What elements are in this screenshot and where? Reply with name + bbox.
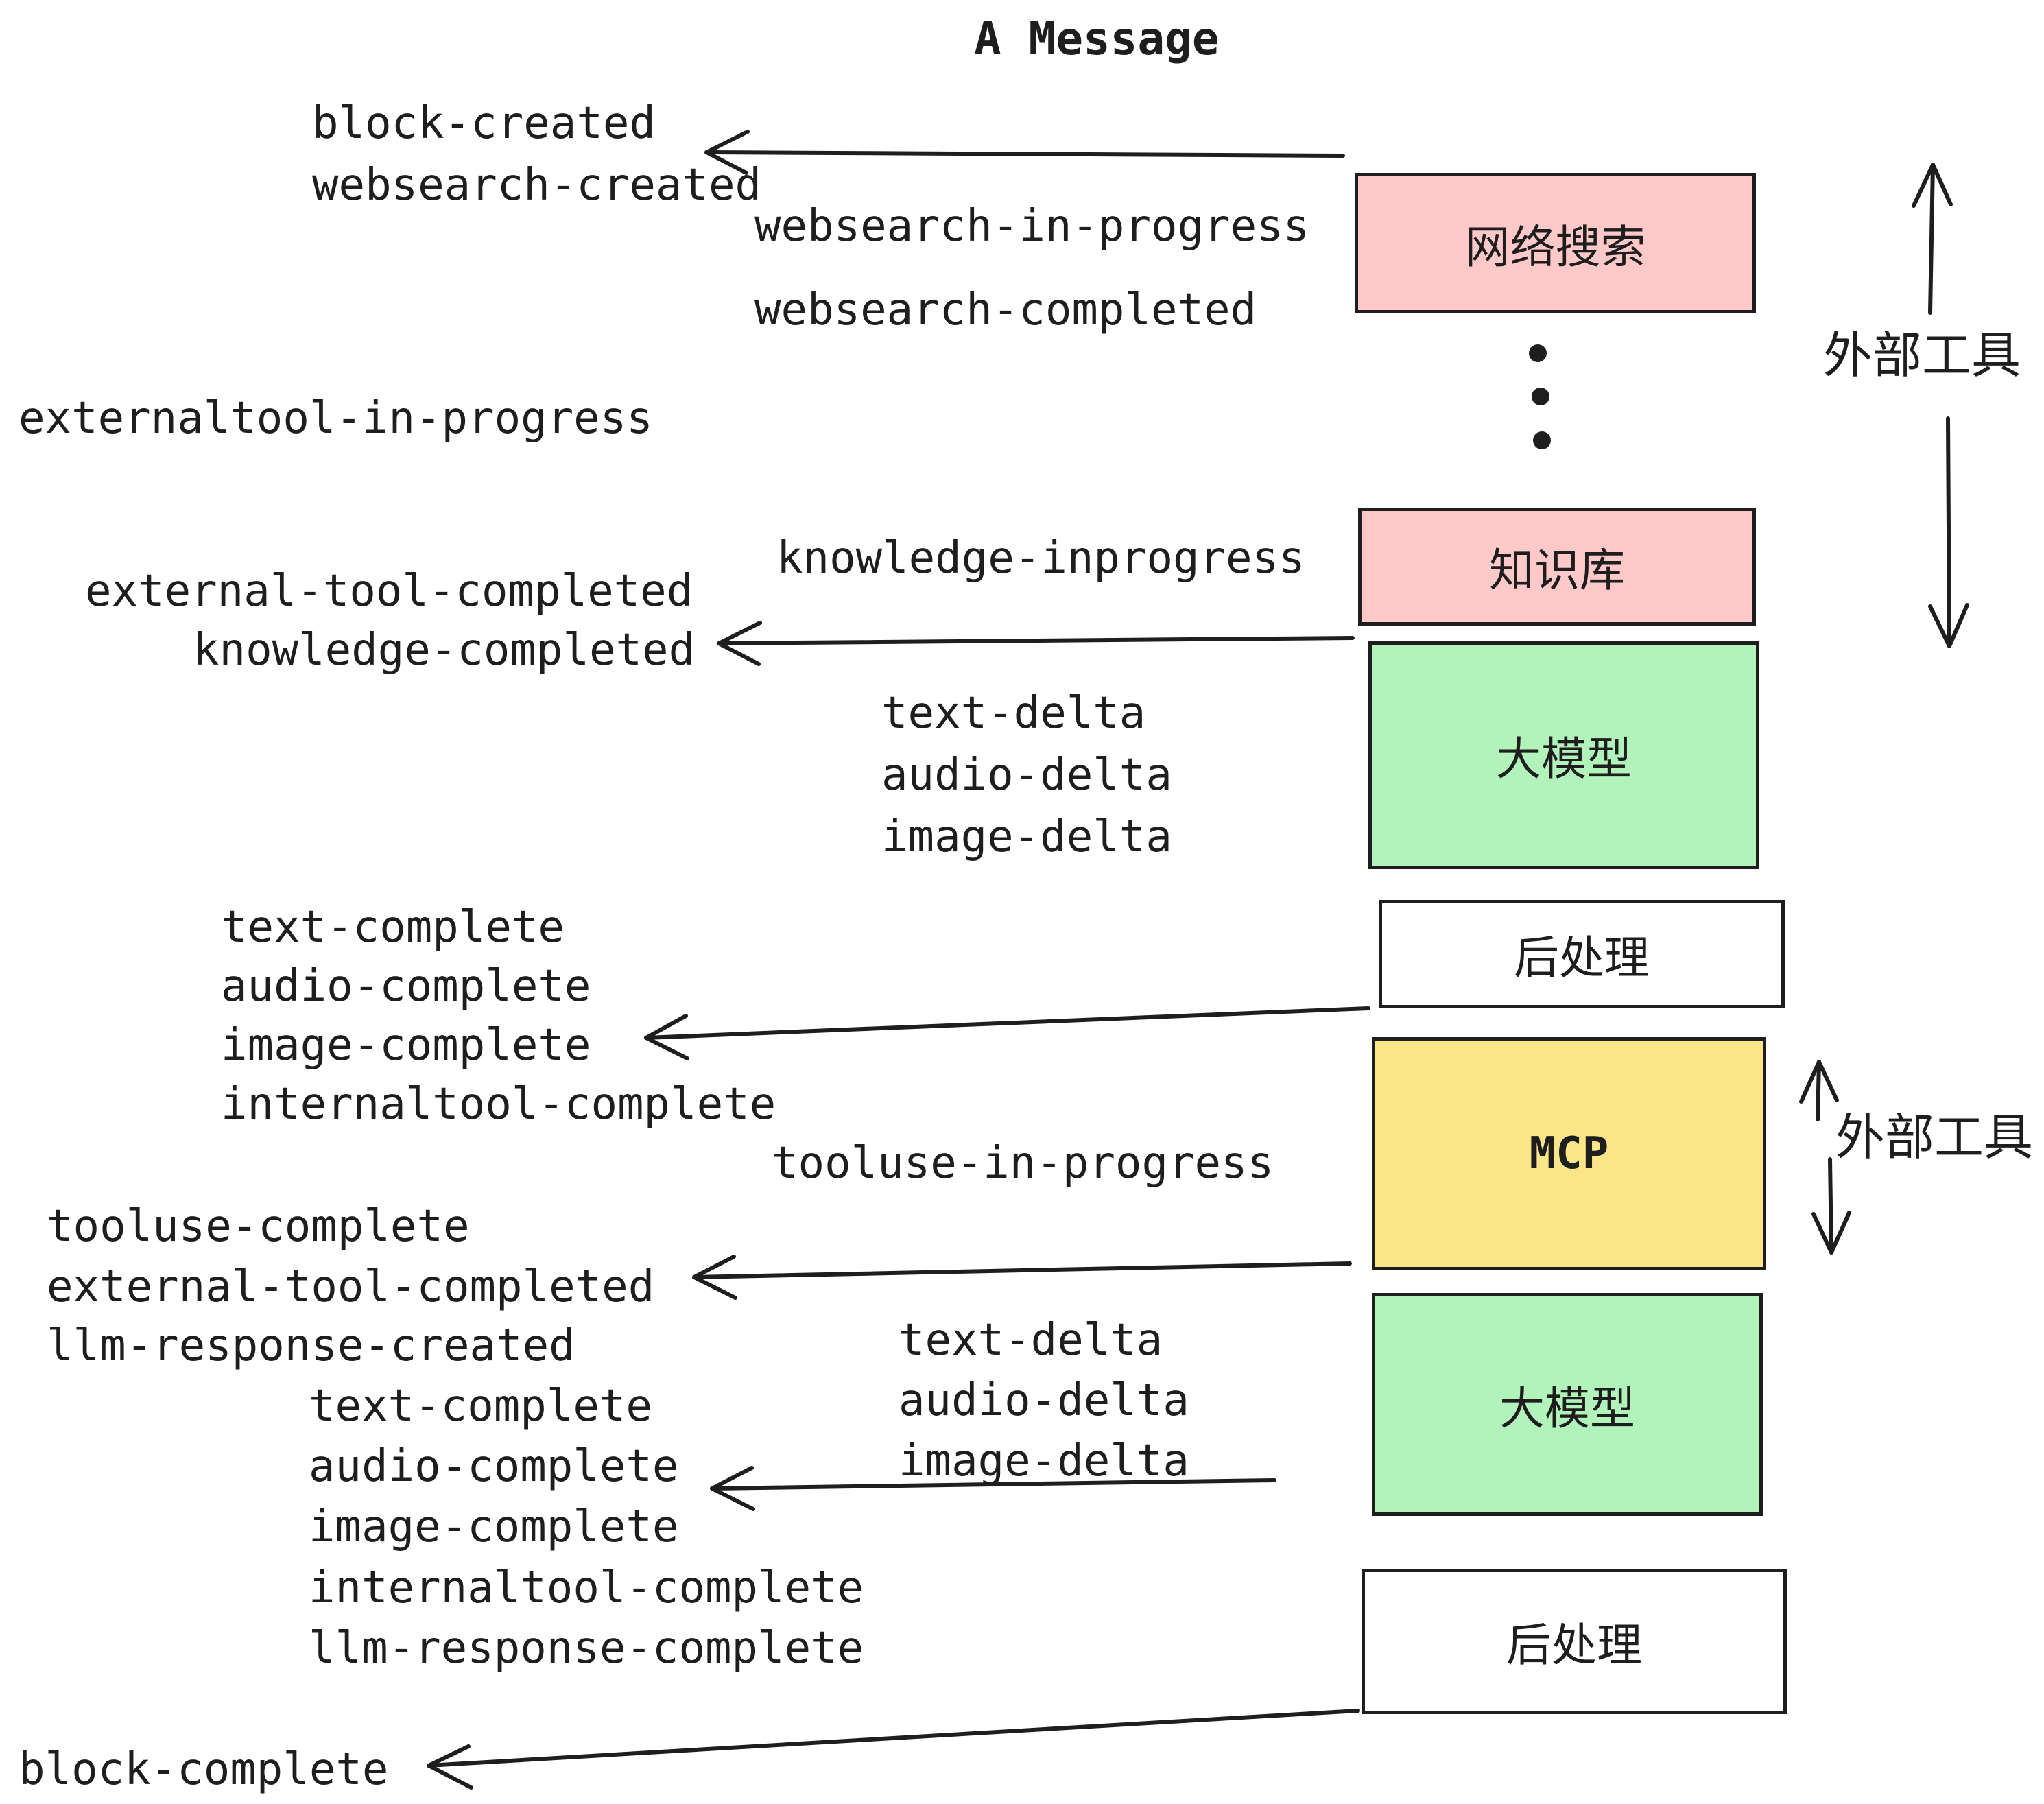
box-llm-1: 大模型 — [1368, 641, 1759, 869]
event-text-delta-2: text-delta — [899, 1315, 1163, 1366]
event-audio-complete-2: audio-complete — [309, 1441, 679, 1492]
box-post-process-2: 后处理 — [1362, 1569, 1787, 1714]
arrow-left-image-complete-icon — [644, 1006, 1370, 1060]
event-internaltool-complete-2: internaltool-complete — [309, 1563, 864, 1613]
event-external-tool-completed-1: external-tool-completed — [85, 566, 693, 617]
box-llm-2: 大模型 — [1372, 1293, 1763, 1516]
event-internaltool-complete-1: internaltool-complete — [221, 1079, 776, 1130]
event-knowledge-inprogress: knowledge-inprogress — [776, 533, 1305, 584]
box-post-process-1: 后处理 — [1379, 900, 1785, 1008]
event-text-complete-2: text-complete — [309, 1381, 652, 1432]
event-websearch-completed: websearch-completed — [754, 285, 1257, 335]
event-image-delta-1: image-delta — [881, 811, 1172, 862]
event-image-complete-1: image-complete — [221, 1020, 591, 1071]
event-llm-response-complete: llm-response-complete — [309, 1623, 864, 1674]
event-externaltool-in-progress: externaltool-in-progress — [19, 393, 653, 444]
ellipsis-dots-icon — [1529, 344, 1551, 449]
arrow-left-websearch-created-icon — [704, 130, 1345, 175]
box-knowledge-base: 知识库 — [1358, 508, 1756, 626]
arrow-left-knowledge-completed-icon — [717, 621, 1355, 666]
event-audio-delta-2: audio-delta — [899, 1375, 1189, 1426]
event-text-delta-1: text-delta — [881, 688, 1146, 739]
event-websearch-created: websearch-created — [312, 160, 762, 211]
arrow-down-external-tools-top-icon — [1928, 416, 1969, 648]
box-mcp: MCP — [1372, 1037, 1766, 1270]
arrow-up-external-tools-mcp-icon — [1799, 1060, 1839, 1121]
external-tools-label-mcp: 外部工具 — [1835, 1108, 2034, 1166]
event-tooluse-in-progress: tooluse-in-progress — [772, 1138, 1274, 1189]
event-tooluse-complete: tooluse-complete — [47, 1201, 470, 1252]
event-knowledge-completed: knowledge-completed — [193, 625, 696, 676]
diagram-title: A Message — [974, 12, 1220, 65]
event-block-complete: block-complete — [19, 1744, 389, 1795]
arrow-down-external-tools-mcp-icon — [1811, 1157, 1851, 1255]
event-llm-response-created: llm-response-created — [47, 1320, 575, 1371]
event-external-tool-completed-2: external-tool-completed — [47, 1261, 655, 1312]
event-text-complete-1: text-complete — [221, 902, 565, 953]
event-image-delta-2: image-delta — [899, 1436, 1189, 1486]
arrow-left-block-complete-icon — [427, 1709, 1360, 1790]
event-block-created: block-created — [312, 98, 656, 149]
event-image-complete-2: image-complete — [309, 1502, 679, 1552]
event-audio-delta-1: audio-delta — [881, 750, 1172, 800]
arrow-up-external-tools-top-icon — [1912, 163, 1953, 315]
box-web-search: 网络搜索 — [1355, 173, 1756, 313]
arrow-left-tooluse-complete-icon — [692, 1255, 1352, 1300]
external-tools-label-top: 外部工具 — [1823, 327, 2021, 384]
event-audio-complete-1: audio-complete — [221, 961, 591, 1012]
event-websearch-in-progress: websearch-in-progress — [754, 201, 1310, 252]
arrow-left-audio-complete-icon — [710, 1466, 1276, 1511]
